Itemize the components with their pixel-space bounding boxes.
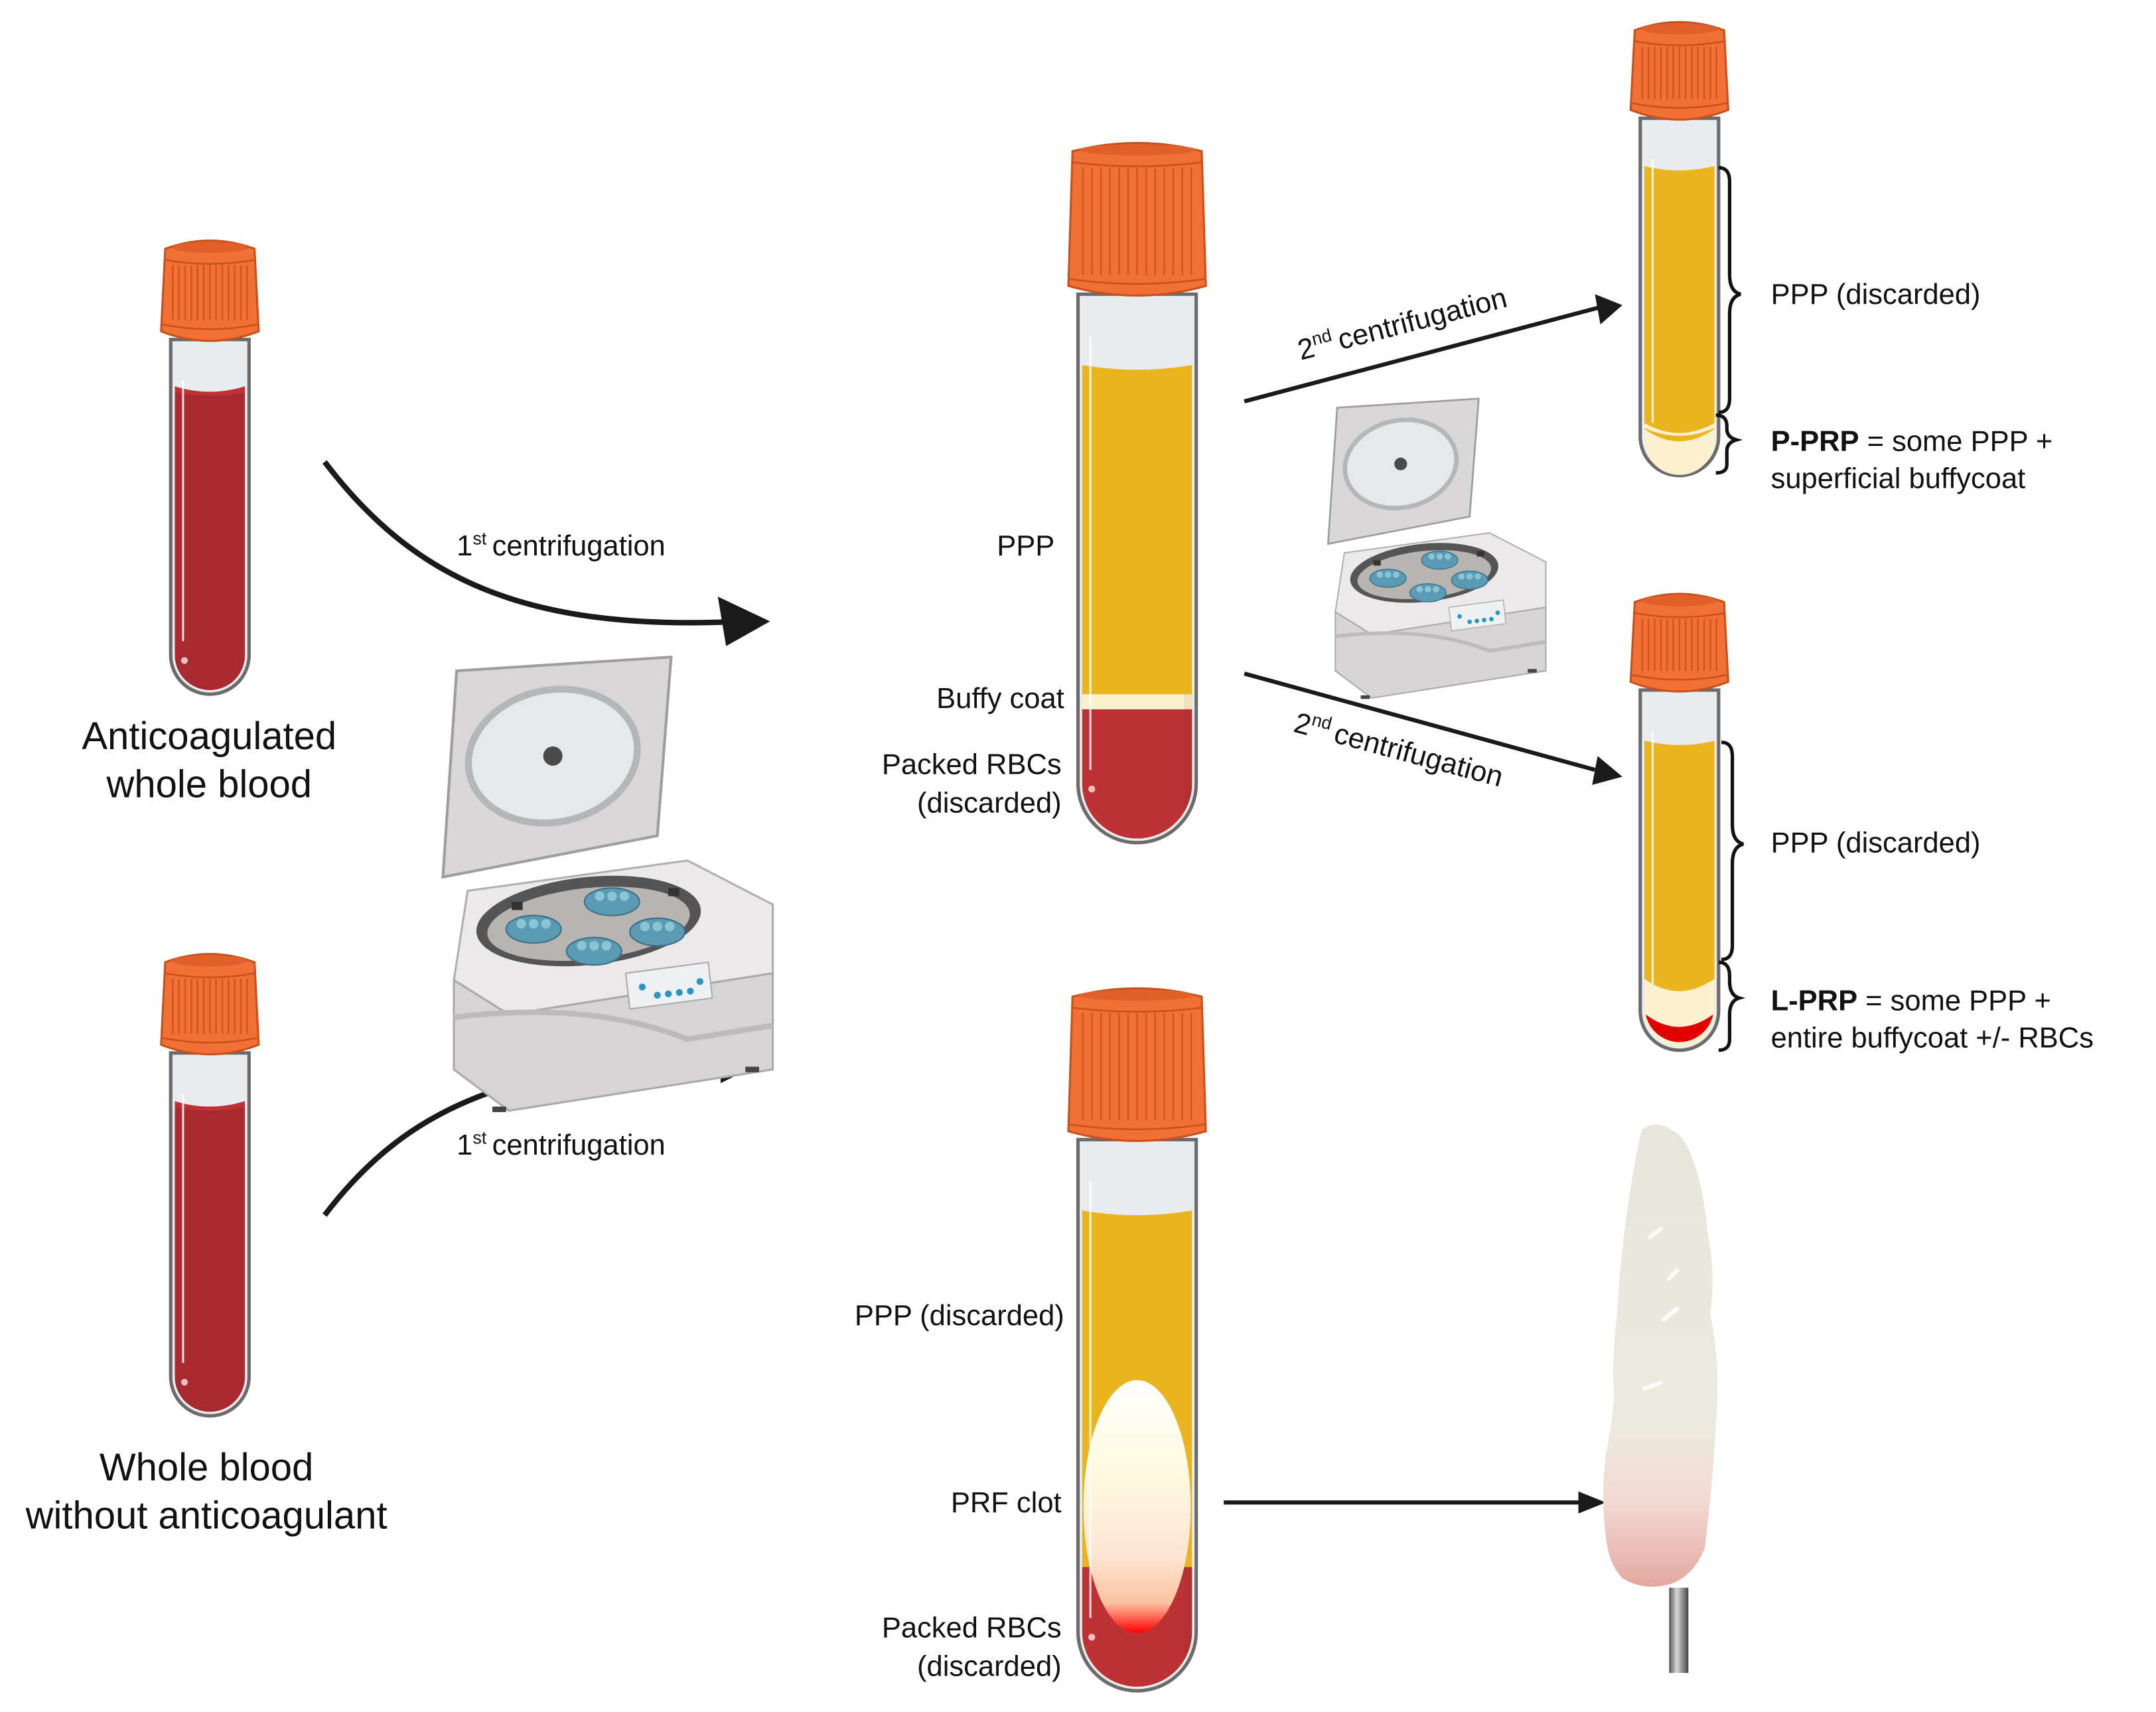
l-prp-ppp-label: PPP (discarded): [1771, 827, 1981, 859]
control-button-icon: [664, 990, 672, 997]
control-panel: [1448, 599, 1507, 632]
control-button-icon: [1489, 616, 1494, 622]
control-panel: [624, 961, 713, 1010]
p-prp-definition-line1: P-PRP = some PPP +: [1771, 425, 2053, 457]
p-prp-superficial-buffy-coat: [1644, 429, 1715, 475]
l-prp-definition-line1: L-PRP = some PPP +: [1771, 985, 2051, 1017]
ppp-bracket-bottom: [1721, 741, 1744, 962]
p-prp-tube: [1629, 21, 1729, 478]
buffy-coat-label: Buffy coat: [936, 683, 1064, 715]
tube-cap-icon: [1629, 21, 1729, 121]
anticoagulated-label-line2: whole blood: [106, 763, 312, 806]
no-anticoagulant-label-line2: without anticoagulant: [25, 1494, 388, 1537]
prf-packed-rbcs-label-line2: (discarded): [917, 1650, 1062, 1682]
prf-clot-photo: [1603, 1124, 1718, 1674]
control-button-icon: [1457, 614, 1463, 619]
no-anticoagulant-label-line1: Whole blood: [100, 1446, 313, 1489]
ppp-layer-label: PPP: [997, 530, 1054, 562]
control-button-icon: [1482, 617, 1486, 622]
l-prp-rbc-layer: [1646, 1014, 1713, 1042]
ppp-bracket-top: [1718, 166, 1741, 415]
control-button-icon: [676, 989, 683, 996]
arrowhead-icon: [1592, 756, 1622, 785]
arrowhead-icon: [717, 597, 770, 646]
centrifuged-blood-tube: [1067, 141, 1207, 845]
lprp-ppp-layer: [1644, 739, 1715, 1046]
tube-cap-icon: [1067, 987, 1207, 1142]
prf-clot-label: PRF clot: [951, 1487, 1062, 1519]
packed-rbcs-label-line2: (discarded): [917, 787, 1062, 819]
prf-clot-layer: [1083, 1380, 1191, 1634]
arrowhead-icon: [1595, 294, 1622, 324]
control-button-icon: [696, 977, 703, 985]
tube-cap-icon: [160, 953, 260, 1056]
second-centrifugation-label-top: 2ndcentrifugation: [1294, 280, 1510, 366]
arrowhead-icon: [1578, 1491, 1606, 1514]
metal-rod: [1669, 1587, 1689, 1674]
anticoagulated-label-line1: Anticoagulated: [82, 715, 336, 758]
packed-rbcs-label-line1: Packed RBCs: [882, 749, 1062, 780]
centrifuge-icon: [441, 656, 774, 1112]
control-button-icon: [1467, 619, 1473, 624]
packed-rbc-layer: [1082, 709, 1192, 839]
l-prp-bracket: [1718, 960, 1746, 1052]
control-button-icon: [638, 983, 646, 991]
tube-cap-icon: [1067, 141, 1207, 297]
tube-cap-icon: [1629, 593, 1729, 693]
control-button-icon: [654, 991, 661, 999]
control-button-icon: [1495, 610, 1500, 615]
pprp-ppp-layer: [1644, 165, 1715, 472]
prf-tube: [1067, 987, 1207, 1693]
blood-shade: [175, 392, 246, 690]
anticoagulated-blood-tube: [160, 239, 260, 696]
first-centrifugation-arrow-top: [322, 460, 770, 646]
prf-clot-arrow: [1224, 1491, 1606, 1514]
control-button-icon: [687, 987, 694, 995]
whole-blood-no-anticoagulant-tube: [160, 953, 260, 1418]
second-centrifugation-arrow-bottom: [1244, 672, 1622, 785]
l-prp-tube: [1629, 593, 1729, 1052]
second-centrifugation-arrow-top: [1244, 294, 1622, 403]
tube-cap-icon: [160, 239, 260, 342]
p-prp-ppp-label: PPP (discarded): [1771, 279, 1981, 311]
p-prp-bracket: [1715, 413, 1743, 475]
centrifuge-icon: [1327, 397, 1547, 699]
p-prp-definition-line2: superficial buffycoat: [1771, 463, 2026, 494]
prf-packed-rbcs-label-line1: Packed RBCs: [882, 1612, 1062, 1644]
blood-shade: [175, 1106, 246, 1412]
prf-ppp-label: PPP (discarded): [855, 1300, 1064, 1332]
second-centrifugation-label-bottom: 2ndcentrifugation: [1291, 705, 1507, 794]
l-prp-definition-line2: entire buffycoat +/- RBCs: [1771, 1023, 2094, 1054]
control-button-icon: [1474, 618, 1480, 624]
